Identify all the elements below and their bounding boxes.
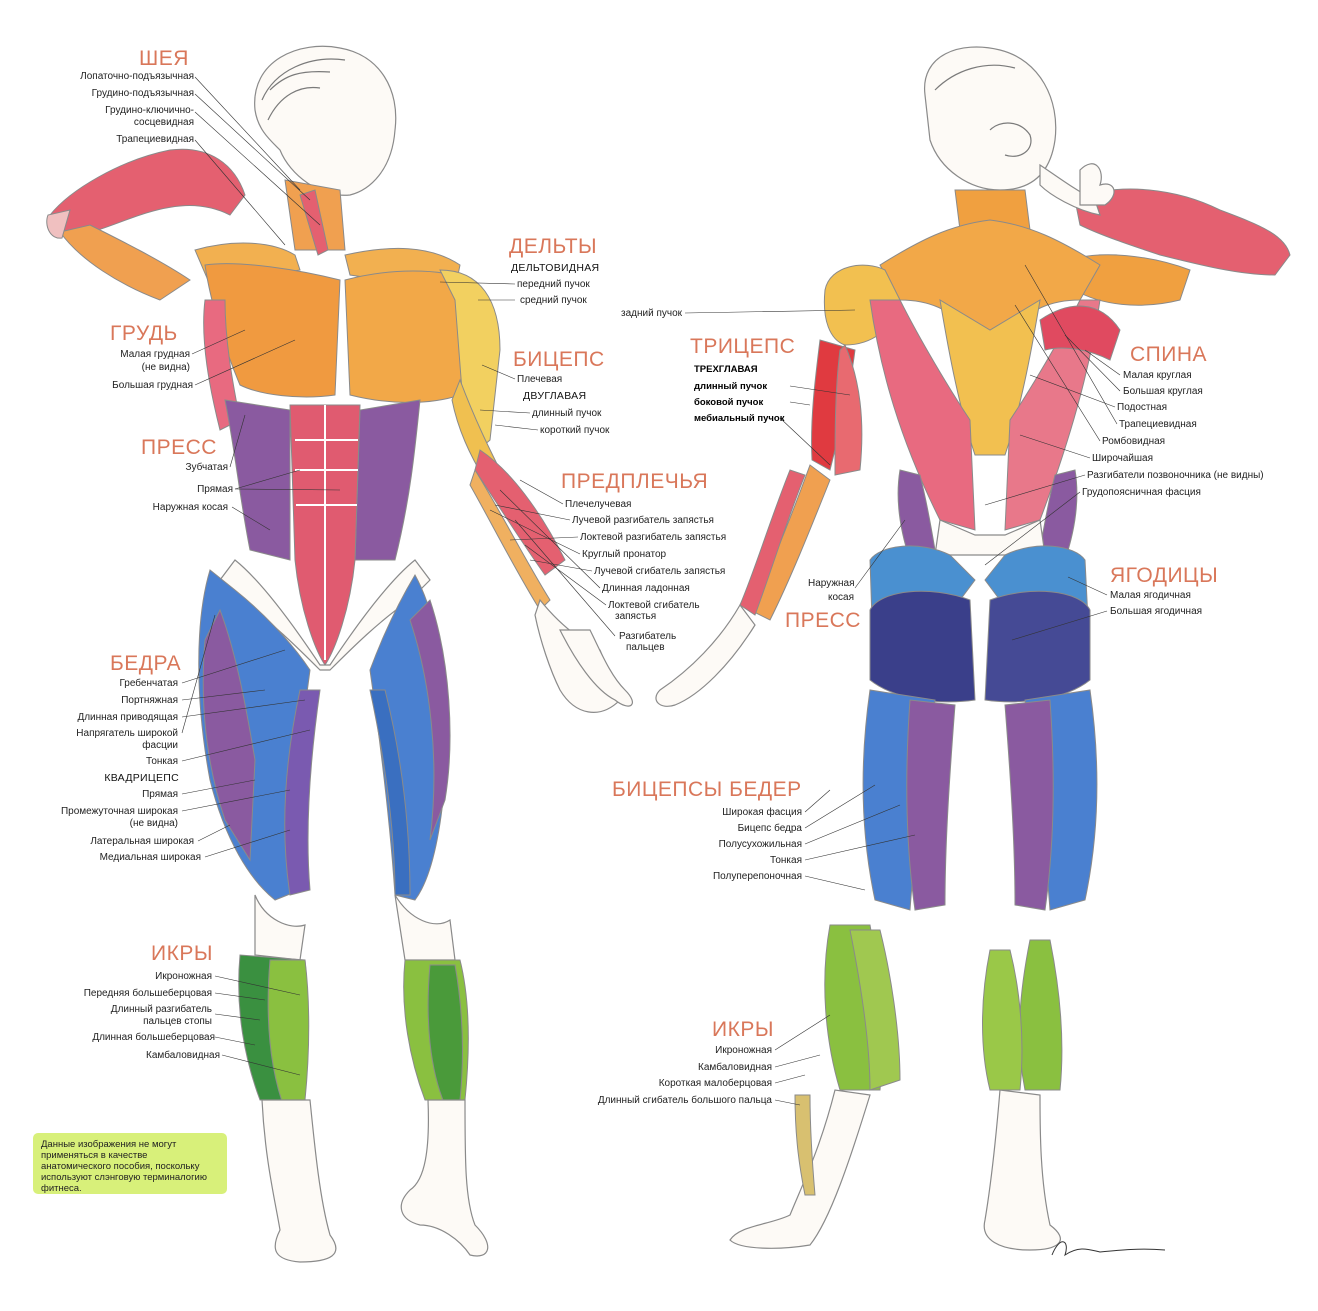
leader-lines [181,76,1121,1106]
label-semimembranosus: Полуперепоночная [712,871,802,882]
label-biceps-femoris: Бицепс бедра [737,823,802,834]
heading-abs-back: ПРЕСС [785,609,861,632]
label-anterior-delt: передний пучок [517,279,590,290]
label-teres-major: Большая круглая [1123,386,1203,397]
label-brachioradialis: Плечелучевая [565,499,632,510]
label-medial-delt: средний пучок [520,295,587,306]
label-serratus: Зубчатая [185,462,228,473]
heading-triceps: ТРИЦЕПС [690,335,796,358]
label-rectus-abdominis: Прямая [197,484,233,495]
label-triceps-lateral-head: боковой пучок [694,397,764,408]
heading-abs-front: ПРЕСС [141,436,217,459]
subheading-triceps-brachii: ТРЕХГЛАВАЯ [694,364,758,375]
label-gastrocnemius-front: Икроножная [155,971,212,982]
label-thoracolumbar-fascia: Грудопоясничная фасция [1082,487,1201,498]
label-brachialis: Плечевая [517,374,563,385]
label-gluteus-maximus: Большая ягодичная [1110,606,1203,617]
label-ext-carpi-radialis: Лучевой разгибатель запястья [572,515,714,526]
label-rhomboid: Ромбовидная [1102,436,1166,447]
label-rectus-femoris: Прямая [142,789,178,800]
label-sternohyoid: Грудино-подъязычная [91,88,194,99]
heading-hamstrings: БИЦЕПСЫ БЕДЕР [612,778,802,801]
label-teres-minor: Малая круглая [1123,370,1192,381]
label-pronator-teres: Круглый пронатор [582,549,667,560]
label-external-oblique-front: Наружная косая [152,502,228,513]
label-gracilis-front: Тонкая [146,756,178,767]
heading-chest: ГРУДЬ [110,322,178,345]
label-trapezius-front: Трапециевидная [116,134,194,145]
label-sartorius: Портняжная [121,695,178,706]
heading-back: СПИНА [1130,343,1208,366]
label-flex-carpi-ulnaris-2: запястья [615,611,657,622]
label-posterior-delt: задний пучок [620,308,682,319]
heading-delts: ДЕЛЬТЫ [509,235,598,258]
disclaimer-note: Данные изображения не могут применяться … [33,1133,227,1194]
label-pec-minor-note: (не видна) [141,362,190,373]
label-soleus-front: Камбаловидная [146,1050,220,1061]
label-trapezius-back: Трапециевидная [1119,419,1197,430]
label-flex-carpi-ulnaris-1: Локтевой сгибатель [608,600,700,611]
heading-neck: ШЕЯ [139,47,189,70]
label-vastus-medialis: Медиальная широкая [99,852,201,863]
label-sternocleidomastoid-1: Грудино-ключично- [105,105,194,116]
label-flex-carpi-radialis: Лучевой сгибатель запястья [594,566,726,577]
label-ext-digitorum-2: пальцев [626,642,665,653]
heading-forearms: ПРЕДПЛЕЧЬЯ [561,470,709,493]
heading-calves-front: ИКРЫ [151,942,213,965]
label-biceps-long-head: длинный пучок [532,408,602,419]
label-gluteus-minimus: Малая ягодичная [1110,590,1191,601]
subheading-quadriceps: КВАДРИЦЕПС [104,772,179,784]
label-ext-digitorum-longus-2: пальцев стопы [143,1016,212,1027]
heading-biceps: БИЦЕПС [513,348,605,371]
subheading-deltoid: ДЕЛЬТОВИДНАЯ [511,262,600,274]
heading-thighs: БЕДРА [110,652,182,675]
subheading-biceps-brachii: ДВУГЛАВАЯ [523,390,587,402]
label-peroneus-brevis: Короткая малоберцовая [658,1078,772,1089]
label-gastrocnemius-back: Икроножная [715,1045,772,1056]
label-fascia-lata: Широкая фасция [722,807,802,818]
label-adductor-longus: Длинная приводящая [77,712,178,723]
label-erector-spinae: Разгибатели позвоночника (не видны) [1087,470,1264,481]
label-semitendinosus: Полусухожильная [718,839,802,850]
label-soleus-back: Камбаловидная [698,1062,772,1073]
label-vastus-intermedius-2: (не видна) [129,818,178,829]
label-flexor-hallucis-longus: Длинный сгибатель большого пальца [597,1095,772,1106]
label-gracilis-back: Тонкая [770,855,802,866]
label-pectineus: Гребенчатая [119,678,178,689]
label-pec-minor: Малая грудная [120,349,190,360]
heading-glutes: ЯГОДИЦЫ [1110,564,1219,587]
label-palmaris-longus: Длинная ладонная [602,583,690,594]
label-tfl-2: фасции [142,740,178,751]
label-peroneus-longus: Длинная большеберцовая [92,1032,215,1043]
label-infraspinatus: Подостная [1117,402,1168,413]
label-tibialis-anterior: Передняя большеберцовая [83,988,212,999]
label-sternocleidomastoid-2: сосцевидная [133,117,194,128]
label-biceps-short-head: короткий пучок [540,425,610,436]
label-external-oblique-back-2: косая [828,592,855,603]
label-ext-digitorum-1: Разгибатель [619,631,677,642]
artist-signature [1051,1241,1166,1257]
front-figure [46,45,633,1263]
label-vastus-intermedius-1: Промежуточная широкая [60,806,178,817]
label-latissimus: Широчайшая [1092,453,1154,464]
label-triceps-long-head: длинный пучок [694,381,768,392]
label-pec-major: Большая грудная [112,380,193,391]
label-vastus-lateralis: Латеральная широкая [90,836,194,847]
heading-calves-back: ИКРЫ [712,1018,774,1041]
label-triceps-medial-head: мебиальный пучок [694,413,785,424]
back-figure [655,46,1291,1251]
label-ext-carpi-ulnaris: Локтевой разгибатель запястья [580,532,727,543]
label-tfl-1: Напрягатель широкой [76,728,178,739]
label-omohyoid: Лопаточно-подъязычная [80,71,194,82]
label-external-oblique-back-1: Наружная [808,578,855,589]
label-ext-digitorum-longus-1: Длинный разгибатель [110,1004,212,1015]
